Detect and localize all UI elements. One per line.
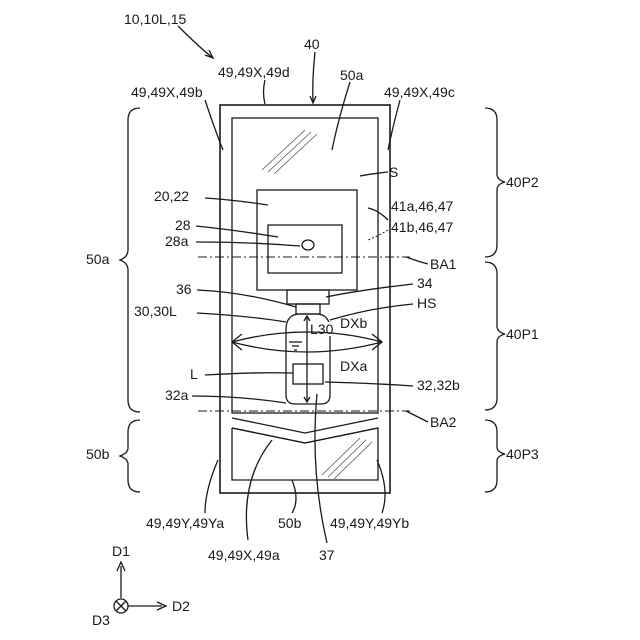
axis-indicator (114, 562, 166, 613)
bag (220, 105, 390, 493)
label-film-bottom-left: 50b (86, 446, 110, 462)
label-title-ref: 10,10L,15 (124, 11, 186, 27)
label-hs: HS (417, 295, 436, 311)
label-seal-bottom-left: 49,49Y,49Ya (146, 515, 224, 531)
hole-28a (302, 240, 314, 250)
label-l: L (190, 366, 198, 382)
label-41a: 41a,46,47 (391, 198, 453, 214)
label-32-32b: 32,32b (417, 377, 460, 393)
label-36: 36 (176, 281, 192, 297)
label-film-bottom: 50b (278, 515, 302, 531)
bracket-50a (120, 108, 140, 412)
bottom-chevron (232, 418, 378, 433)
label-seal-bottom-right: 49,49Y,49Yb (330, 515, 409, 531)
label-seal-right-top: 49,49X,49c (384, 84, 455, 100)
label-37: 37 (319, 547, 335, 563)
label-20-22: 20,22 (154, 188, 189, 204)
label-axis-d3: D3 (92, 612, 110, 628)
label-41b: 41b,46,47 (391, 219, 453, 235)
label-film-top: 50a (340, 67, 364, 83)
label-space-s: S (389, 164, 398, 180)
label-34: 34 (417, 275, 433, 291)
label-part-40p2: 40P2 (506, 174, 539, 190)
bracket-40p2 (485, 108, 505, 257)
label-part-40p1: 40P1 (506, 326, 539, 342)
label-border-ba2: BA2 (430, 414, 457, 430)
label-dxa: DXa (340, 358, 367, 374)
label-film-left: 50a (86, 251, 110, 267)
label-30-30l: 30,30L (134, 303, 177, 319)
label-seal-left-top: 49,49X,49b (131, 84, 203, 100)
label-seal-top: 49,49X,49d (218, 64, 290, 80)
label-28: 28 (175, 217, 191, 233)
label-part-40p3: 40P3 (506, 446, 539, 462)
vial-30 (286, 290, 331, 404)
label-32a: 32a (165, 387, 189, 403)
label-border-ba1: BA1 (430, 256, 457, 272)
label-sticker-l (293, 364, 323, 384)
label-l30: L30 (310, 321, 334, 337)
label-seal-bottom: 49,49X,49a (208, 547, 280, 563)
bag-outer-outline (220, 105, 390, 493)
label-axis-d1: D1 (112, 543, 130, 559)
label-bag-40: 40 (304, 36, 320, 52)
bracket-50b (120, 420, 140, 492)
label-28a: 28a (165, 233, 189, 249)
neck-36 (296, 304, 320, 314)
bracket-40p1 (485, 262, 505, 410)
bracket-40p3 (485, 420, 505, 492)
label-dxb: DXb (340, 315, 367, 331)
cap-34 (287, 290, 329, 304)
bottom-chevron-2 (232, 428, 378, 443)
label-axis-d2: D2 (172, 598, 190, 614)
